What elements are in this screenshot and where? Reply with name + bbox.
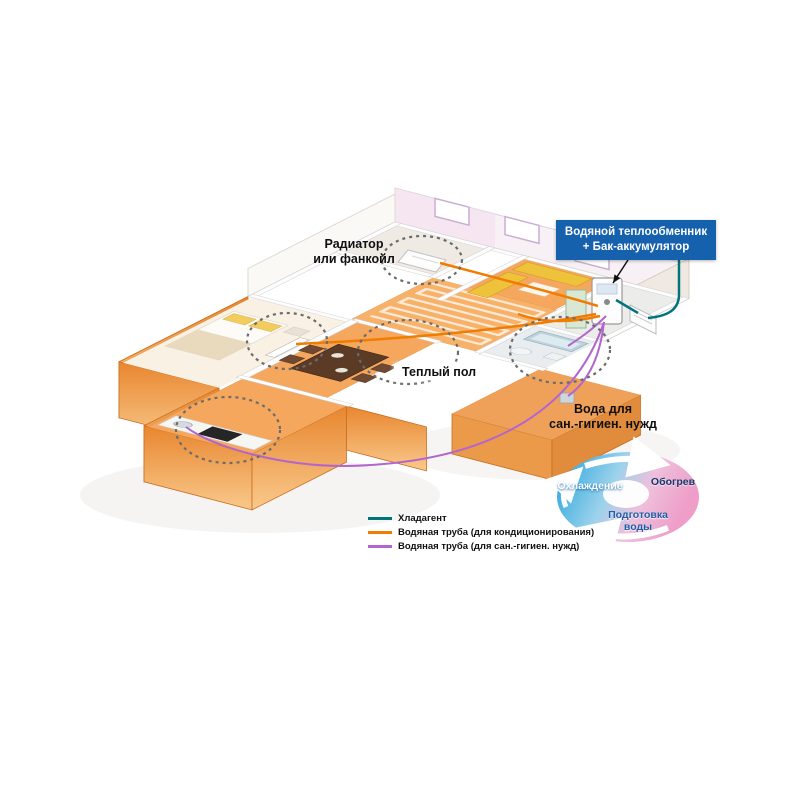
cycle-diagram bbox=[546, 436, 699, 559]
cycle-heating-label: Обогрев bbox=[650, 476, 696, 488]
dotted-circle-bathroom bbox=[508, 315, 612, 385]
pipe-conditioning-fancoil bbox=[439, 261, 599, 308]
pipe-refrigerant-outdoor bbox=[647, 260, 681, 320]
radiator-unit bbox=[264, 337, 310, 358]
pipe-conditioning-floor bbox=[517, 312, 601, 323]
pipe-sanitary-kitchen bbox=[185, 321, 605, 468]
conditioning-line-swatch bbox=[368, 531, 392, 534]
heat-exchanger-line1: Водяной теплообменник bbox=[564, 226, 708, 238]
legend-item-refrigerant: Хладагент bbox=[368, 513, 594, 524]
water-tap-unit bbox=[559, 392, 575, 404]
dining-table-set bbox=[278, 343, 397, 383]
cycle-cooling-label: Охлаждение bbox=[557, 480, 623, 492]
pipe-sanitary-bath bbox=[567, 315, 607, 347]
legend-label-refrigerant: Хладагент bbox=[398, 513, 447, 524]
legend: Хладагент Водяная труба (для кондиционир… bbox=[368, 513, 594, 552]
stove bbox=[197, 426, 243, 442]
radiator-label-line1: Радиатор bbox=[324, 237, 384, 251]
radiator-label-line2: или фанкойл bbox=[313, 251, 395, 266]
floor-heating-coil bbox=[370, 282, 546, 346]
kitchen-counter bbox=[157, 415, 273, 451]
nightstand bbox=[282, 326, 311, 337]
dotted-circle-warm-floor bbox=[356, 318, 460, 386]
dotted-circle-fancoil bbox=[380, 234, 464, 286]
refrigerant-line-swatch bbox=[368, 517, 392, 520]
pillow bbox=[222, 313, 257, 326]
storage-tank bbox=[565, 289, 587, 329]
heat-exchanger-line2: + Бак-аккумулятор bbox=[582, 240, 690, 253]
ceiling-fancoil-unit bbox=[397, 249, 447, 273]
legend-item-sanitary: Водяная труба (для сан.-гигиен. нужд) bbox=[368, 541, 594, 552]
legend-label-conditioning: Водяная труба (для кондиционирования) bbox=[398, 527, 595, 538]
radiator-label: Радиатор или фанкойл bbox=[290, 237, 418, 267]
toilet bbox=[510, 347, 532, 356]
sanitary-water-line2: сан.-гигиен. нужд bbox=[549, 416, 657, 431]
washbasin bbox=[542, 352, 567, 361]
sanitary-water-line1: Вода для bbox=[573, 402, 633, 416]
legend-item-conditioning: Водяная труба (для кондиционирования) bbox=[368, 527, 594, 538]
callout-arrow bbox=[612, 259, 629, 284]
cycle-arrow-left bbox=[546, 466, 584, 509]
cycle-water-preparation-label: Подготовка воды bbox=[608, 509, 668, 534]
warm-floor-label: Теплый пол bbox=[394, 364, 485, 380]
cycle-arrow-top bbox=[584, 436, 671, 478]
pipe-refrigerant-indoor bbox=[615, 298, 639, 315]
sanitary-line-swatch bbox=[368, 545, 392, 548]
cycle-arrow-bottom bbox=[575, 518, 670, 559]
window-icon bbox=[434, 197, 470, 227]
sanitary-water-label: Вода для сан.-гигиен. нужд bbox=[536, 402, 670, 432]
sanitary-area-floor bbox=[451, 368, 642, 441]
highlight-circles bbox=[174, 234, 612, 465]
dotted-circle-radiator bbox=[245, 311, 329, 371]
legend-label-sanitary: Водяная труба (для сан.-гигиен. нужд) bbox=[398, 541, 580, 552]
pipe-sanitary-tap bbox=[567, 321, 605, 397]
dotted-circle-kitchen bbox=[174, 395, 282, 465]
window-icon bbox=[504, 215, 540, 245]
heat-exchanger-callout: Водяной теплообменник + Бак-аккумулятор bbox=[556, 220, 716, 260]
kitchen-sink bbox=[173, 421, 193, 428]
